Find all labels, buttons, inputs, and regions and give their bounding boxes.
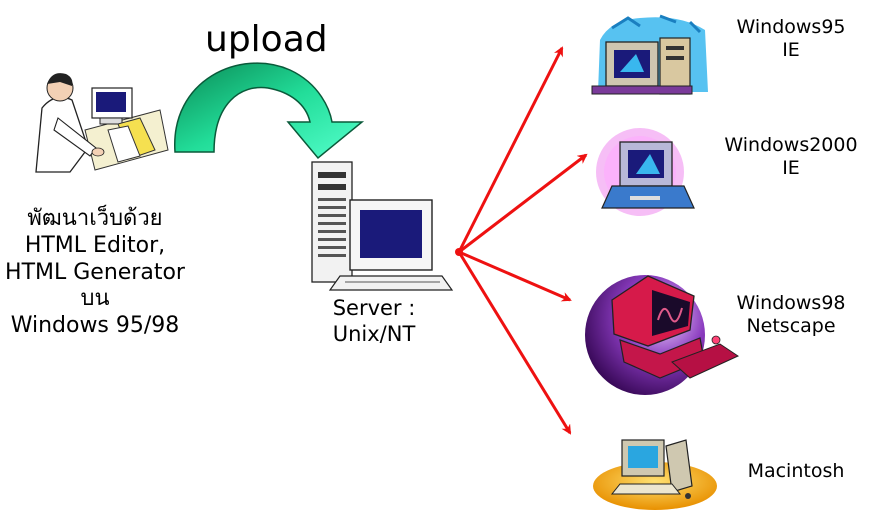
client-label-windows2000: Windows2000 IE	[718, 134, 864, 180]
upload-label: upload	[205, 19, 328, 60]
server-icon	[311, 161, 454, 291]
client-os: Windows2000	[724, 134, 858, 156]
arrow-to-windows2000	[458, 153, 588, 254]
developer-line: Windows 95/98	[10, 313, 180, 339]
developer-line: บน	[80, 286, 110, 312]
developer-line: HTML Editor,	[24, 232, 166, 258]
purple-computer-icon	[585, 275, 740, 395]
macintosh-icon	[593, 439, 717, 510]
client-label-windows98: Windows98 Netscape	[728, 292, 854, 338]
developer-line: HTML Generator	[5, 259, 185, 285]
client-os: Windows98	[736, 292, 846, 314]
developer-icon	[35, 73, 169, 173]
client-os: Windows95	[736, 16, 846, 38]
client-browser: Netscape	[746, 315, 836, 338]
server-line: Server :	[332, 296, 416, 320]
client-label-macintosh: Macintosh	[736, 460, 856, 483]
arrow-to-windows95	[457, 46, 564, 253]
distribution-arrows	[455, 46, 588, 435]
upload-arrow-icon	[174, 62, 365, 160]
server-line: Unix/NT	[332, 321, 416, 346]
client-browser: IE	[782, 157, 800, 180]
client-browser: IE	[782, 39, 800, 62]
arrow-to-windows98	[458, 250, 572, 302]
arrow-to-macintosh	[457, 251, 572, 435]
monitor-tower-icon	[591, 14, 708, 95]
developer-description: พัฒนาเว็บด้วย HTML Editor, HTML Generato…	[0, 206, 190, 340]
monitor-icon	[596, 128, 695, 216]
client-os: Macintosh	[747, 460, 845, 482]
client-label-windows95: Windows95 IE	[728, 16, 854, 62]
developer-line: พัฒนาเว็บด้วย	[27, 206, 163, 231]
server-label: Server : Unix/NT	[318, 296, 430, 347]
